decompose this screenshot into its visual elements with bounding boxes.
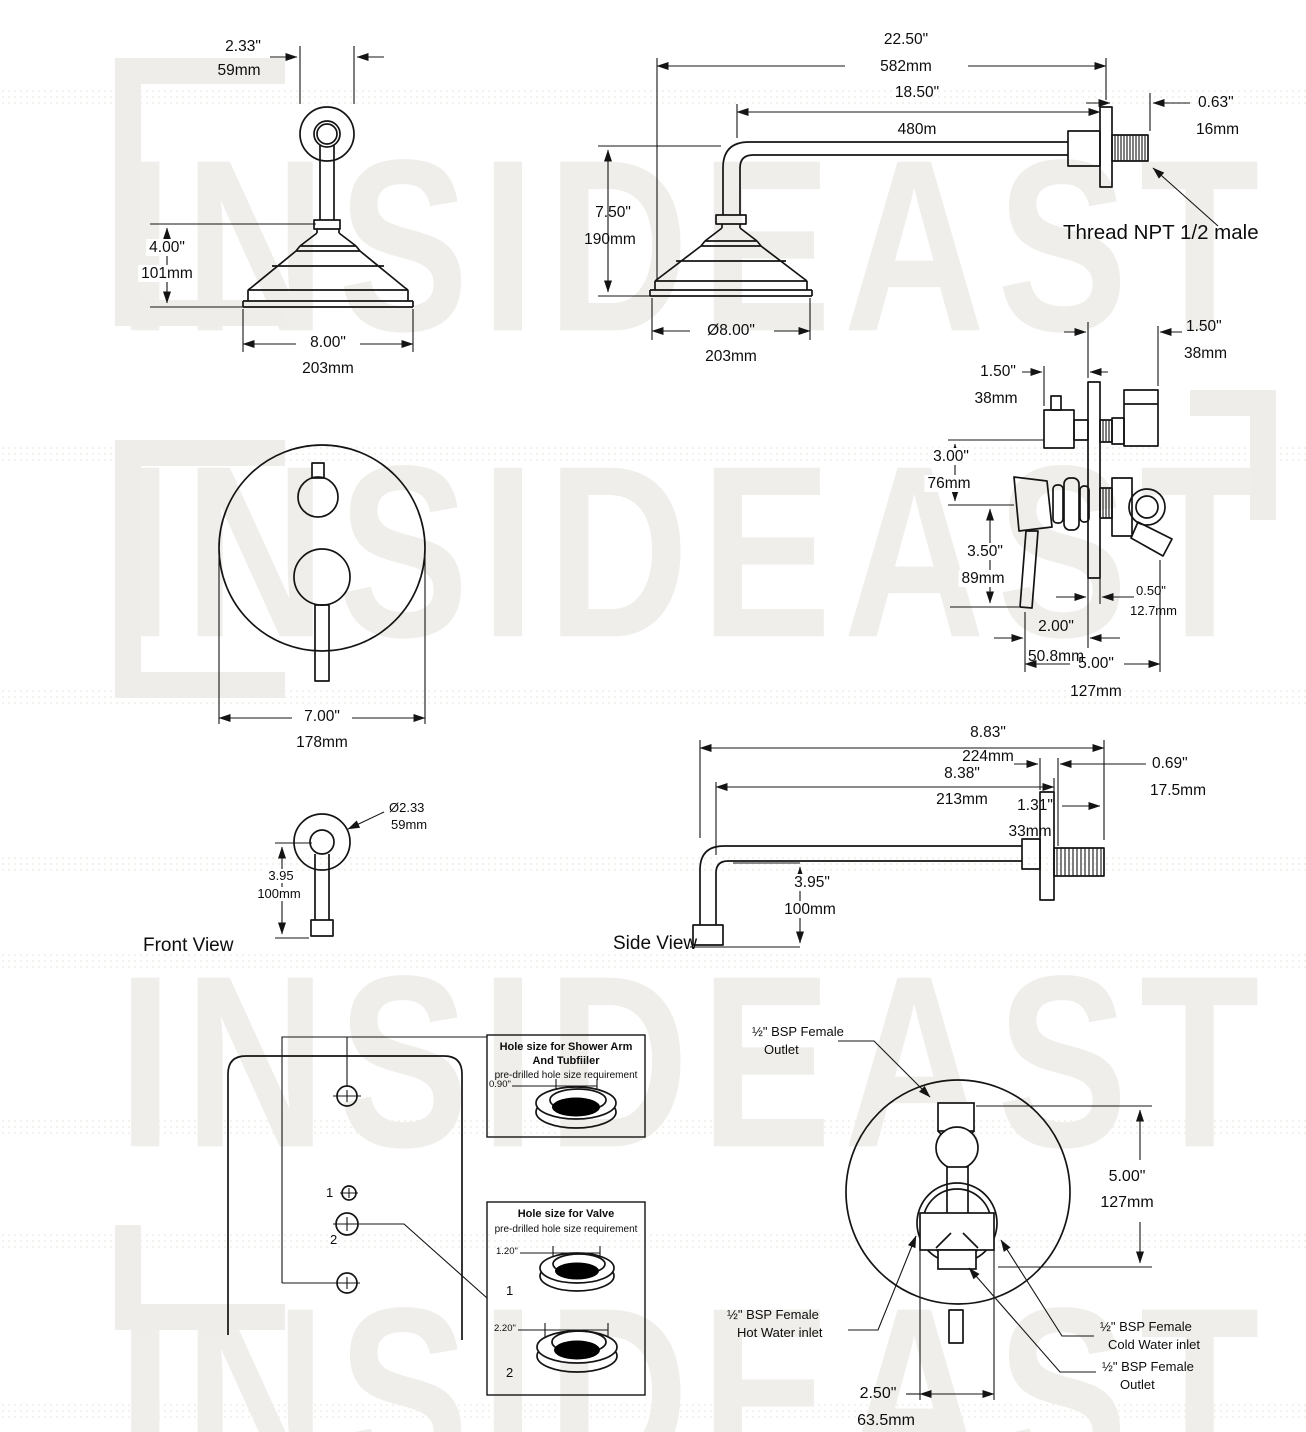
- texture-band: [0, 1402, 1306, 1422]
- box-valve-title: Hole size for Valve: [517, 1208, 615, 1220]
- dim-spout-l1-in: 8.83": [970, 724, 1006, 741]
- dim-valve-plate-mm: 12.7mm: [1130, 603, 1177, 618]
- hole-number-2: 2: [330, 1232, 338, 1247]
- thread-npt-label: Thread NPT 1/2 male: [1063, 221, 1259, 244]
- dim-ceiling-diameter-mm: 203mm: [302, 360, 354, 377]
- dim-spout-flange-mm: 59mm: [391, 817, 428, 832]
- dim-ceiling-diameter-in: 8.00": [310, 334, 346, 351]
- dim-valve-width-mm: 127mm: [1070, 683, 1122, 700]
- view-valve-side: [948, 322, 1182, 672]
- watermark-bracket: [115, 1225, 285, 1330]
- box-valve-hole1-size: 1.20": [496, 1246, 518, 1257]
- dim-spout-front-drop-in: 3.95: [265, 868, 297, 884]
- side-view-label: Side View: [613, 933, 698, 954]
- box-valve-hole2-number: 2: [506, 1365, 514, 1380]
- front-view-label: Front View: [143, 935, 234, 956]
- dim-arm-total-mm: 582mm: [877, 58, 935, 76]
- label-hot-inlet-1: ½" BSP Female: [727, 1307, 819, 1322]
- dim-trim-diameter-in: 7.00": [304, 708, 340, 725]
- watermark-text: INSIDEAST: [118, 1257, 1272, 1432]
- box-arm-subtitle: pre-drilled hole size requirement: [494, 1070, 638, 1081]
- box-arm-hole-size: 0.90": [489, 1079, 511, 1090]
- dim-valve-h1-mm: 76mm: [924, 475, 974, 493]
- label-outlet-bottom-1: ½" BSP Female: [1102, 1359, 1194, 1374]
- label-cold-inlet-2: Cold Water inlet: [1108, 1337, 1200, 1352]
- box-valve-hole2-size: 2.20": [494, 1323, 516, 1334]
- box-arm-title-2: And Tubfiiler: [532, 1055, 600, 1067]
- texture-band: [0, 445, 1306, 465]
- dim-valve-w2-in: 1.50": [980, 363, 1016, 380]
- label-hot-inlet-2: Hot Water inlet: [737, 1325, 823, 1340]
- watermark-bracket: [115, 58, 285, 326]
- dim-head-diameter-in: Ø8.00": [707, 322, 755, 339]
- watermark-bracket: [115, 440, 285, 698]
- dim-ceiling-height-in: 4.00": [146, 239, 188, 257]
- dim-arm-length-mm: 480m: [897, 121, 937, 138]
- label-outlet-top-2: Outlet: [764, 1042, 799, 1057]
- dim-spout-l3-in: 1.31": [1017, 797, 1053, 814]
- label-outlet-top-1: ½" BSP Female: [752, 1024, 844, 1039]
- dim-arm-total-in: 22.50": [883, 31, 929, 48]
- dim-valve-offset-in: 2.00": [1038, 618, 1074, 635]
- view-valve-trim-front: [218, 444, 426, 724]
- dim-valve-w2-mm: 38mm: [974, 390, 1018, 407]
- box-valve-subtitle: pre-drilled hole size requirement: [494, 1224, 638, 1235]
- dim-spout-front-drop-mm: 100mm: [254, 886, 304, 902]
- view-spout-side: [690, 740, 1146, 948]
- view-valve-roughin: [838, 1040, 1152, 1400]
- watermark-text: INSIDEAST: [118, 925, 1272, 1199]
- hole-number-1: 1: [326, 1185, 334, 1200]
- watermark-bracket: [1190, 390, 1276, 520]
- dim-valve-offset-mm: 50.8mm: [1028, 648, 1084, 665]
- dim-valve-w1-in: 1.50": [1186, 318, 1222, 335]
- box-arm-title-1: Hole size for Shower Arm: [499, 1041, 633, 1053]
- view-wall-shower-head: [598, 58, 1219, 340]
- dim-spout-l2-in: 8.38": [944, 765, 980, 782]
- dim-spout-l4-in: 0.69": [1152, 755, 1188, 772]
- dim-roughin-height-in: 5.00": [1108, 1168, 1146, 1185]
- dim-roughin-height-mm: 127mm: [1100, 1194, 1154, 1211]
- dim-spout-l3-mm: 33mm: [1008, 823, 1052, 840]
- texture-band: [0, 688, 1306, 708]
- dim-ceiling-width-in: 2.33": [225, 38, 261, 55]
- dim-valve-h2-mm: 89mm: [958, 570, 1008, 588]
- dim-wall-thickness-in: 0.63": [1198, 94, 1234, 111]
- label-outlet-bottom-2: Outlet: [1120, 1377, 1155, 1392]
- dim-spout-flange-in: Ø2.33: [389, 800, 425, 815]
- dim-head-diameter-mm: 203mm: [705, 348, 757, 365]
- dim-spout-l4-mm: 17.5mm: [1150, 782, 1206, 799]
- view-wall-hole-layout: [227, 1034, 646, 1396]
- texture-band: [0, 88, 1306, 108]
- box-valve-hole1-number: 1: [506, 1283, 514, 1298]
- dim-spout-l2-mm: 213mm: [936, 791, 988, 808]
- dim-roughin-spread-mm: 63.5mm: [857, 1412, 915, 1429]
- dim-ceiling-width-mm: 59mm: [217, 62, 261, 79]
- texture-band: [0, 952, 1306, 972]
- dim-valve-plate-in: 0.50": [1136, 583, 1166, 598]
- dim-valve-h2-in: 3.50": [964, 543, 1006, 561]
- dim-wall-thickness-mm: 16mm: [1196, 121, 1240, 138]
- dim-trim-diameter-mm: 178mm: [296, 734, 348, 751]
- dim-arm-length-in: 18.50": [894, 84, 940, 101]
- view-ceiling-shower-head: [150, 46, 414, 352]
- dim-valve-h1-in: 3.00": [930, 448, 972, 466]
- texture-band: [0, 1118, 1306, 1138]
- dim-head-drop-mm: 190mm: [584, 231, 636, 248]
- dim-ceiling-height-mm: 101mm: [138, 265, 196, 283]
- dim-valve-w1-mm: 38mm: [1184, 345, 1228, 362]
- dim-spout-l1-mm: 224mm: [962, 748, 1014, 765]
- label-cold-inlet-1: ½" BSP Female: [1100, 1319, 1192, 1334]
- dim-roughin-spread-in: 2.50": [859, 1385, 897, 1402]
- dim-valve-width-in: 5.00": [1078, 655, 1114, 672]
- dim-head-drop-in: 7.50": [595, 204, 631, 221]
- dim-spout-side-drop-mm: 100mm: [781, 901, 839, 919]
- dim-spout-side-drop-in: 3.95": [791, 874, 833, 892]
